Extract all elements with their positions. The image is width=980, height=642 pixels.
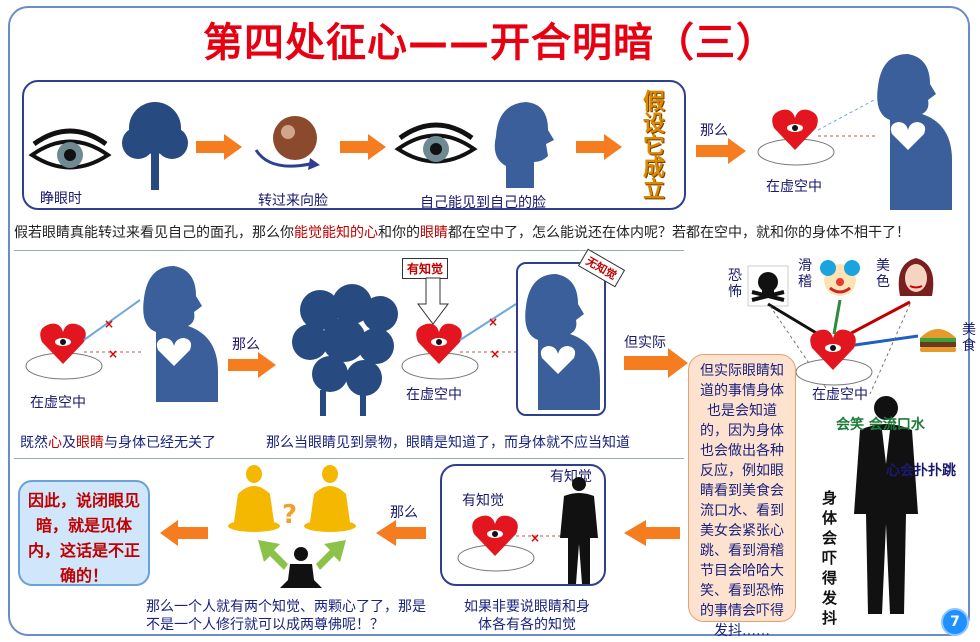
question-mark: ? [282,500,298,530]
burger-icon [920,329,956,352]
arrow-right [228,352,276,378]
page-title: 第四处征心——开合明暗（三） [203,20,777,66]
caption-turn-face: 转过来向脸 [258,193,328,209]
sentence-part: 都在空中了，怎么能说还在体内呢？若都在空中，就和你的身体不相干了！ [448,225,910,241]
arrow-right [624,348,688,378]
row3-caption: 如果非要说眼睛和身体各有各的知觉 [464,599,590,633]
has-awareness-a: 有知觉 [462,493,504,509]
row1-scenario-box [22,80,686,210]
buddha-icon [228,465,280,532]
man-in-suit-icon [560,477,598,584]
crossed-links: ×× [83,299,144,361]
heart-icon [810,329,856,370]
skull-icon [747,265,789,307]
caption-in-air-right: 在虚空中 [812,387,868,403]
arrow-down [417,277,449,325]
body-silhouette-icon [525,274,600,410]
green-arrows [258,540,346,570]
forest-icon [292,284,398,416]
hypothesis-vertical-text: 假 设 它 成 立 [634,92,674,202]
then-label: 那么 [700,123,728,139]
row2-left-sentence: 既然心及眼睛与身体已经无关了 [20,432,216,452]
arrow-right [196,134,242,160]
arrow-right [696,138,746,164]
eye-icon [394,122,478,164]
heart-icon [40,323,86,364]
laugh-drool-label: 会笑 会流口水 [836,417,925,433]
explanation-callout: 但实际眼睛知道的事情身体也是会知道的，因为身体也会做出各种反应，例如眼睛看到美食… [688,354,796,639]
heart-icon [772,109,818,150]
meditator-icon [280,547,322,588]
man-in-suit-icon [854,396,918,614]
question-text: 那么一个人就有两个知觉、两颗心了了，那是不是一个人修行就可以成两尊佛呢！？ [146,599,426,633]
eyeball-icon [254,116,320,170]
food-label: 美食 [962,322,976,354]
heart-icon [416,323,462,364]
svg-text:×: × [108,347,118,361]
row1-sentence: 假若眼睛真能转过来看见自己的面孔，那么你能觉能知的心和你的眼睛都在空中了，怎么能… [14,222,910,242]
slide-frame [8,6,970,636]
svg-text:×: × [490,347,500,361]
then-label: 那么 [390,505,418,521]
sentence-part: 假若眼睛真能转过来看见自己的面孔，那么你 [14,225,294,241]
beauty-label: 美色 [876,258,890,290]
caption-in-air-left: 在虚空中 [30,395,86,411]
then-label: 那么 [232,337,260,353]
body-silhouette-icon [143,266,218,402]
arrow-left [160,520,208,546]
buddha-icon [304,465,356,532]
caption-in-air: 在虚空中 [766,179,822,195]
sentence-part: 眼睛 [76,435,104,451]
sentence-part: 眼睛 [420,225,448,241]
row3-box [440,464,606,586]
sentence-part: 与身体已经无关了 [104,435,216,451]
svg-text:×: × [488,315,498,329]
row2-mid-sentence: 那么当眼睛见到景物，眼睛是知道了，而身体就不应当知道 [266,435,630,451]
sentence-part: 能觉能知的心 [294,225,378,241]
dashed-link [817,99,878,137]
sentence-part: 及 [62,435,76,451]
conclusion-box: 因此，说闭眼见暗，就是见体内，这话是不正确的！ [18,480,150,586]
fear-label: 恐怖 [728,268,742,300]
page-number-badge: 7 [941,608,969,636]
hypothesis-char: 成 [642,156,665,181]
heart-pound-label: 心会扑扑跳 [886,463,956,479]
hypothesis-char: 设 [642,112,665,137]
hypothesis-char: 立 [642,178,665,203]
divider [14,250,684,251]
caption-see-own-face: 自己能见到自己的脸 [420,195,546,211]
sentence-part: 和你的 [378,225,420,241]
sentence-part: 既然 [20,435,48,451]
tremble-label: 身体会吓得发抖 [822,489,838,627]
body-box [516,262,606,416]
arrow-right [340,134,386,160]
divider [14,458,684,459]
caption-in-air-mid: 在虚空中 [406,387,462,403]
body-silhouette-icon [877,54,952,210]
svg-text:×: × [104,317,114,331]
has-awareness-label: 有知觉 [402,258,449,279]
clown-icon [820,260,860,296]
funny-label: 滑稽 [798,258,812,290]
woman-face-icon [898,258,934,296]
row3-question-l1: 那么一个人就有两个知觉、两颗心了了，那是不是一个人修行就可以成两尊佛呢！？ [146,598,436,634]
svg-text:×: × [530,531,540,545]
hypothesis-char: 假 [642,90,665,115]
heart-icon [472,515,518,556]
crossed-link: × [516,531,564,545]
crossed-links: ×× [459,303,520,361]
caption-open-eyes: 睁眼时 [40,191,82,207]
tree-icon [122,102,188,190]
eye-icon [28,128,112,170]
arrow-right [576,134,622,160]
hypothesis-char: 它 [642,134,665,159]
sentence-part: 心 [48,435,62,451]
arrow-left [376,520,426,546]
head-silhouette-icon [494,102,554,188]
but-actually-label: 但实际 [624,335,666,351]
arrow-left [624,520,680,546]
